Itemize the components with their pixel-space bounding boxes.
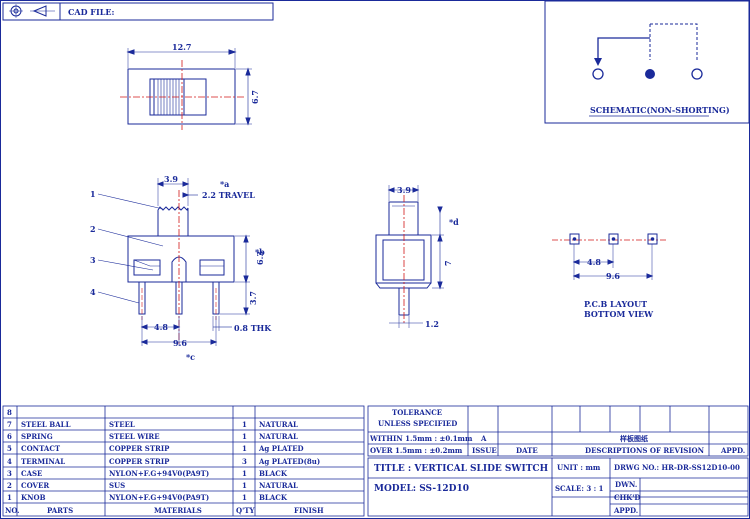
bom-no: 3: [7, 469, 12, 478]
top-view: [120, 48, 252, 130]
front-note-c: *c: [186, 352, 195, 362]
pcb-layout: [552, 233, 668, 280]
side-view: [375, 185, 444, 328]
unit-field: UNIT : mm: [557, 463, 601, 472]
bom-qty: 1: [242, 432, 247, 441]
bom-finish: Ag PLATED: [258, 444, 304, 453]
side-knob-dim: 3.9: [397, 185, 411, 195]
date-label: DATE: [516, 446, 538, 455]
top-view-width-dim: 12.7: [172, 42, 191, 52]
chkd-label: CHK'D: [614, 493, 640, 502]
pcb-pitch-dim: 4.8: [587, 257, 601, 267]
bom-material: NYLON+F.G+94V0(PA9T): [109, 469, 209, 478]
schematic-label: SCHEMATIC(NON-SHORTING): [590, 105, 730, 115]
schematic-panel: [544, 0, 750, 124]
pcb-label: P.C.B LAYOUT: [584, 299, 647, 309]
bom-part: TERMINAL: [21, 457, 65, 466]
header-block: [2, 2, 274, 21]
tolerance-within: WITHIN 1.5mm : ±0.1mm: [369, 434, 473, 443]
pcb-overall-dim: 9.6: [606, 271, 620, 281]
front-travel-dim: 2.2 TRAVEL: [202, 190, 255, 200]
bom-table: [2, 405, 365, 517]
front-note-b: *b: [255, 247, 265, 257]
revision-desc-label: DESCRIPTIONS OF REVISION: [585, 446, 705, 455]
projection-symbol-icon: [9, 4, 55, 18]
bom-header-no: NO.: [5, 506, 20, 515]
side-height-dim: 7: [443, 260, 453, 266]
bom-material: SUS: [109, 481, 125, 490]
front-knob-dim: 3.9: [164, 174, 178, 184]
issue-label: ISSUE: [472, 446, 497, 455]
scale-field: SCALE: 3 : 1: [555, 484, 604, 493]
cad-file-label: CAD FILE:: [68, 7, 114, 17]
callout-2: 2: [90, 224, 96, 234]
pcb-sublabel: BOTTOM VIEW: [584, 309, 654, 319]
bom-part: STEEL BALL: [21, 420, 71, 429]
bom-qty: 1: [242, 493, 247, 502]
front-pin-length-dim: 3.7: [248, 291, 258, 305]
title-block: [367, 457, 749, 517]
bom-material: COPPER STRIP: [109, 444, 170, 453]
front-height-dim: 6.3: [255, 251, 265, 265]
bom-no: 1: [7, 493, 12, 502]
front-overall-dim: 9.6: [173, 338, 187, 348]
side-pin-dim: 1.2: [425, 319, 439, 329]
bom-finish: BLACK: [259, 493, 288, 502]
bom-no: 7: [7, 420, 12, 429]
drawing-model: MODEL: SS-12D10: [374, 484, 469, 494]
bom-part: SPRING: [21, 432, 53, 441]
front-thk-dim: 0.8 THK: [234, 323, 272, 333]
bom-qty: 3: [242, 457, 247, 466]
bom-part: KNOB: [21, 493, 46, 502]
bom-no: 4: [7, 457, 12, 466]
tolerance-over: OVER 1.5mm : ±0.2mm: [370, 446, 463, 455]
bom-part: CONTACT: [21, 444, 61, 453]
bom-material: NYLON+F.G+94V0(PA9T): [109, 493, 209, 502]
bom-header-parts: PARTS: [47, 506, 73, 515]
bom-no: 6: [7, 432, 12, 441]
callout-4: 4: [90, 287, 96, 297]
callout-3: 3: [90, 255, 96, 265]
bom-header-finish: FINISH: [294, 506, 324, 515]
bom-finish: NATURAL: [259, 481, 298, 490]
bom-header-qty: Q'TY: [236, 506, 255, 515]
revision-header: 样板图纸: [620, 434, 648, 443]
bom-qty: 1: [242, 420, 247, 429]
appd-label: APPD.: [613, 506, 638, 515]
bom-material: STEEL WIRE: [109, 432, 160, 441]
drawing-title: TITLE : VERTICAL SLIDE SWITCH: [374, 464, 549, 474]
tolerance-subtitle: UNLESS SPECIFIED: [378, 419, 457, 428]
bom-material: COPPER STRIP: [109, 457, 170, 466]
drawing-number: DRWG NO.: HR-DR-SS12D10-00: [614, 463, 740, 472]
bom-finish: Ag PLATED(8u): [258, 457, 320, 466]
front-pitch-dim: 4.8: [154, 322, 168, 332]
bom-qty: 1: [242, 444, 247, 453]
front-view: [97, 178, 250, 346]
bom-no: 5: [7, 444, 12, 453]
bom-finish: NATURAL: [259, 420, 298, 429]
callout-1: 1: [90, 189, 96, 199]
bom-finish: NATURAL: [259, 432, 298, 441]
issue-value: A: [480, 434, 487, 443]
bom-qty: 1: [242, 469, 247, 478]
bom-finish: BLACK: [259, 469, 288, 478]
dwn-label: DWN.: [615, 480, 637, 489]
top-view-height-dim: 6.7: [250, 90, 260, 104]
bom-no: 2: [7, 481, 12, 490]
bom-material: STEEL: [109, 420, 135, 429]
bom-rows: 8 7 STEEL BALL STEEL 1 NATURAL 6 SPRING …: [5, 408, 324, 515]
bom-no: 8: [7, 408, 12, 417]
tolerance-revision-grid: [367, 405, 749, 457]
tolerance-title: TOLERANCE: [392, 408, 442, 417]
bom-header-materials: MATERIALS: [154, 506, 202, 515]
bom-part: COVER: [21, 481, 49, 490]
bom-qty: 1: [242, 481, 247, 490]
front-note-a: *a: [220, 179, 229, 189]
bom-part: CASE: [21, 469, 42, 478]
revision-appd-label: APPD.: [720, 446, 745, 455]
side-note-d: *d: [449, 217, 459, 227]
